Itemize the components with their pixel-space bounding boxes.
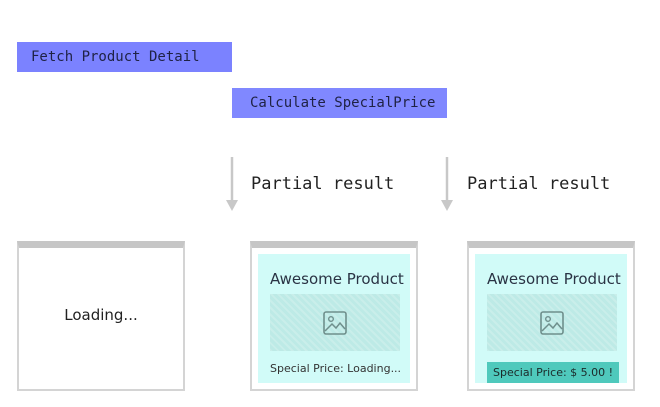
final-product-window: Awesome Product Special Price: $ 5.00 !: [467, 241, 635, 391]
down-arrow-icon: [226, 157, 238, 211]
special-price-text: Special Price: $ 5.00 !: [493, 366, 614, 379]
loading-text: Loading...: [64, 306, 138, 324]
product-image-placeholder: [487, 294, 617, 351]
product-image-placeholder: [270, 294, 400, 351]
product-card: Awesome Product Special Price: $ 5.00 !: [475, 254, 627, 383]
down-arrow-icon: [441, 157, 453, 211]
calculate-special-price-step: Calculate SpecialPrice: [232, 88, 447, 118]
fetch-step-label: Fetch Product Detail: [31, 49, 200, 65]
calc-step-label: Calculate SpecialPrice: [250, 95, 436, 111]
special-price-badge: Special Price: $ 5.00 !: [487, 362, 619, 383]
product-card: Awesome Product Special Price: Loading..…: [258, 254, 410, 383]
image-placeholder-icon: [323, 310, 347, 335]
fetch-product-detail-step: Fetch Product Detail: [17, 42, 232, 72]
partial-result-label-1: Partial result: [251, 174, 395, 194]
partial-product-window: Awesome Product Special Price: Loading..…: [250, 241, 418, 391]
product-title: Awesome Product: [487, 270, 621, 288]
product-title: Awesome Product: [270, 270, 404, 288]
image-placeholder-icon: [540, 310, 564, 335]
partial-result-label-2: Partial result: [467, 174, 611, 194]
loading-window: Loading...: [17, 241, 185, 391]
special-price-text: Special Price: Loading...: [270, 362, 402, 375]
